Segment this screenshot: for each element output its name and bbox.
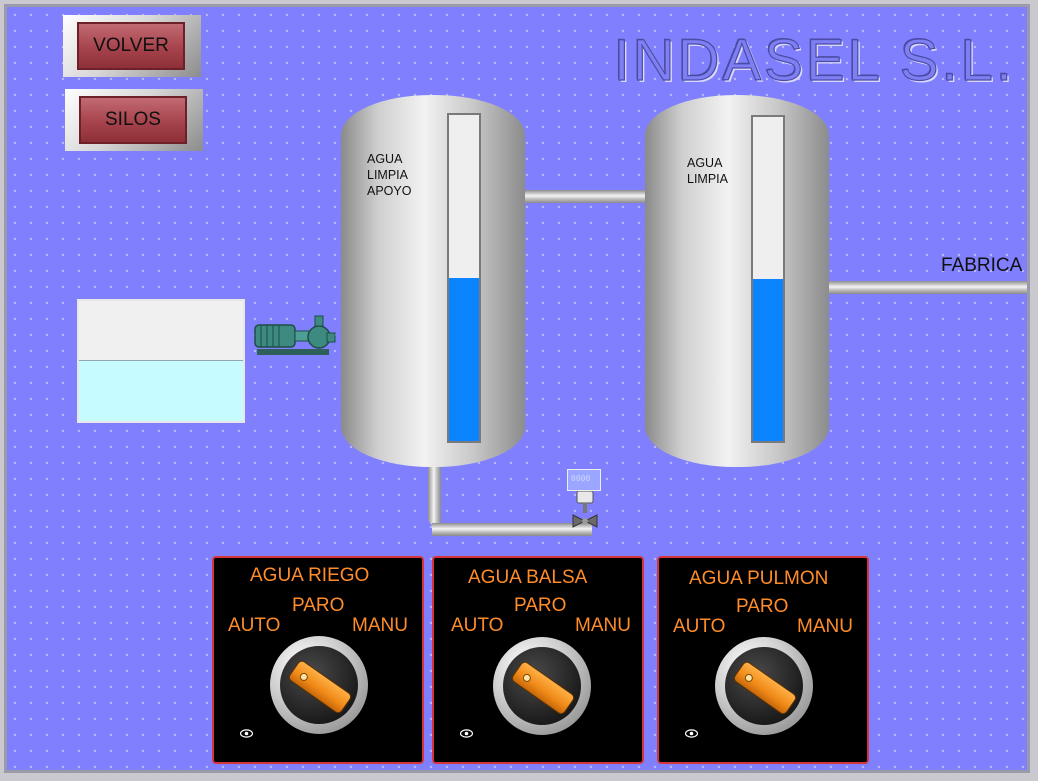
knob-face [503, 647, 581, 725]
manu-label: MANU [575, 615, 631, 636]
auto-label: AUTO [673, 616, 726, 637]
knob-handle [511, 661, 575, 715]
pipe-valve-line [432, 523, 592, 536]
panel-title: AGUA RIEGO [250, 565, 370, 586]
knob-face [280, 646, 358, 724]
control-valve[interactable]: 0000 [565, 467, 605, 535]
panel-agua-riego: AGUA RIEGO PARO AUTO MANU [212, 556, 424, 764]
pipe-fabrica-outlet [825, 281, 1027, 294]
fabrica-label: FABRICA [941, 255, 1023, 276]
tank-level-gauge [447, 113, 481, 443]
panel-title: AGUA PULMON [689, 568, 829, 589]
tank-agua-limpia-apoyo: AGUA LIMPIA APOYO [341, 95, 525, 467]
water-pool [77, 299, 245, 423]
tank-agua-limpia: AGUA LIMPIA [645, 95, 829, 467]
pool-water-level [79, 360, 243, 421]
hmi-screen: VOLVER SILOS INDASEL S.L. AGUA LIMPIA AP… [4, 4, 1030, 773]
eye-icon[interactable] [460, 729, 473, 738]
tank-label: AGUA LIMPIA APOYO [367, 152, 412, 198]
knob-face [725, 647, 803, 725]
knob-handle [733, 661, 797, 715]
selector-knob-icon[interactable] [715, 637, 813, 735]
paro-label: PARO [514, 595, 567, 616]
panel-agua-balsa: AGUA BALSA PARO AUTO MANU [432, 556, 644, 764]
tank-level-fill [449, 278, 479, 441]
pipe-tank-drain [428, 457, 441, 527]
tank-label: AGUA LIMPIA [687, 156, 728, 186]
valve-display-value: 0000 [571, 474, 591, 483]
auto-label: AUTO [451, 615, 504, 636]
manu-label: MANU [797, 616, 853, 637]
silos-button-frame: SILOS [65, 89, 203, 151]
volver-button[interactable]: VOLVER [77, 22, 185, 70]
selector-knob-icon[interactable] [493, 637, 591, 735]
tank-level-fill [753, 279, 783, 441]
paro-label: PARO [736, 596, 789, 617]
eye-icon[interactable] [685, 729, 698, 738]
manu-label: MANU [352, 615, 408, 636]
paro-label: PARO [292, 595, 345, 616]
auto-label: AUTO [228, 615, 281, 636]
eye-icon[interactable] [240, 729, 253, 738]
panel-agua-pulmon: AGUA PULMON PARO AUTO MANU [657, 556, 869, 764]
knob-handle [288, 660, 352, 714]
panel-title: AGUA BALSA [468, 567, 588, 588]
silos-button[interactable]: SILOS [79, 96, 187, 144]
pipe-tank-link [517, 190, 651, 203]
company-title: INDASEL S.L. [613, 27, 1015, 93]
selector-knob-icon[interactable] [270, 636, 368, 734]
control-valve-icon [572, 491, 598, 528]
pump-icon[interactable] [253, 313, 337, 359]
tank-level-gauge [751, 115, 785, 443]
volver-button-frame: VOLVER [63, 15, 201, 77]
